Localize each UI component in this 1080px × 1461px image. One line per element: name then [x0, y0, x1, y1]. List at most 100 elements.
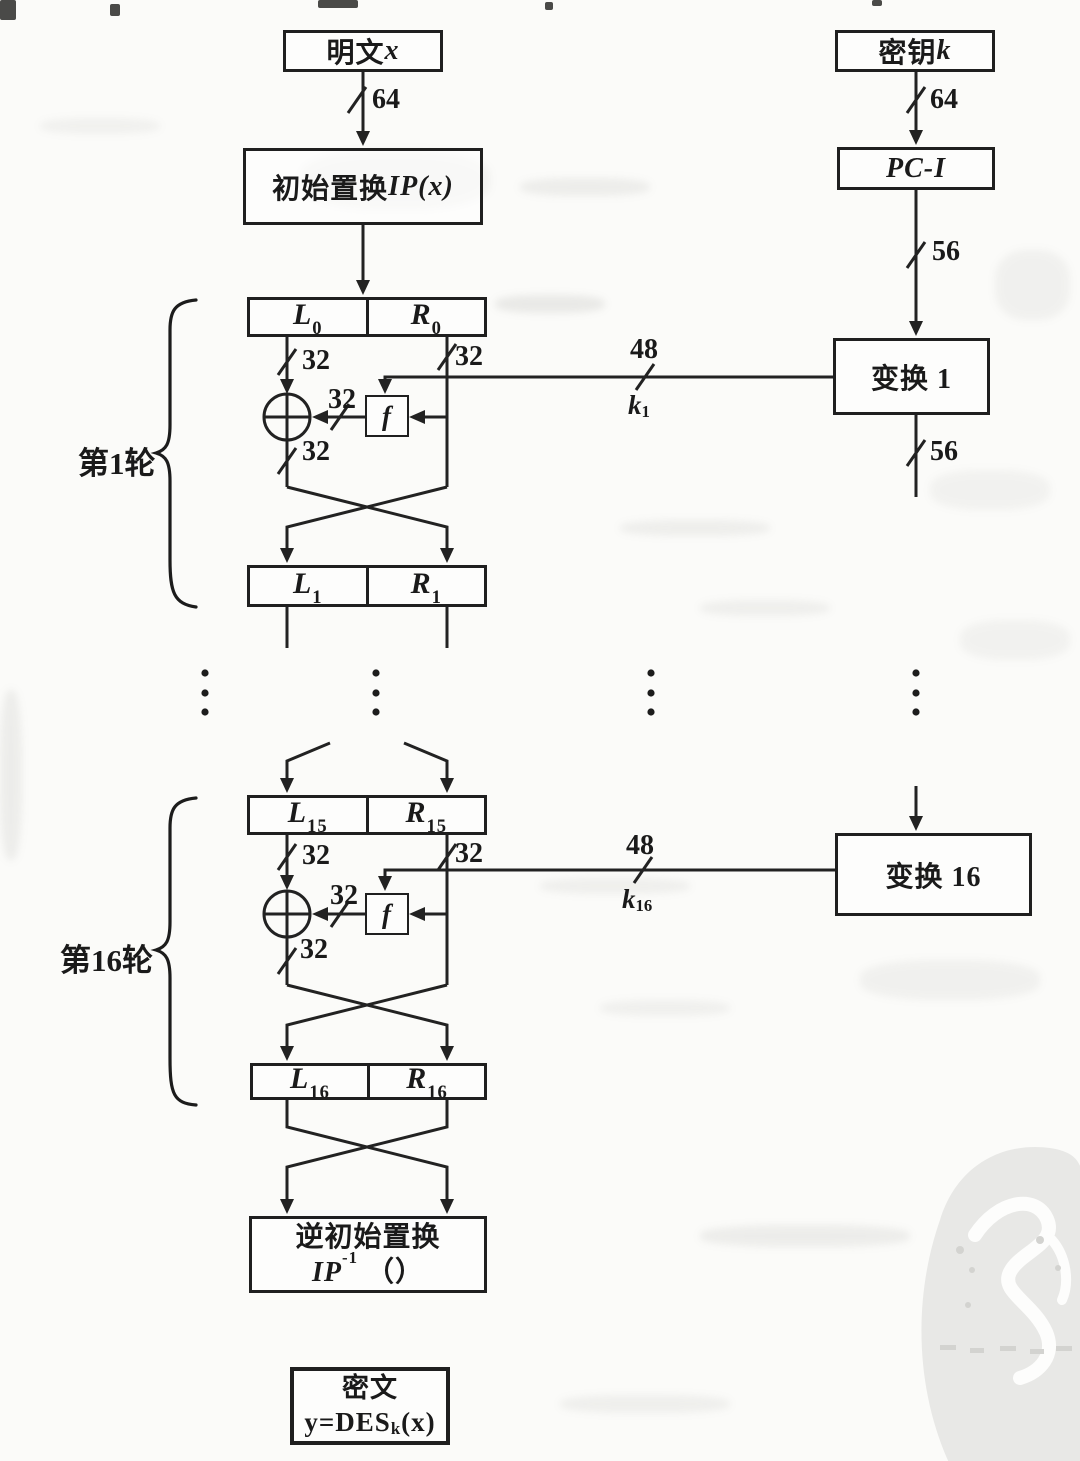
scan-artifact: [520, 178, 650, 196]
subkey-k16-base: k: [622, 884, 636, 914]
transform-1-label: 变换 1: [870, 363, 952, 395]
register-l1-label: L: [292, 566, 313, 600]
ciphertext-box: 密文 y=DESk(x): [290, 1367, 450, 1445]
register-box-l15-r15: L15 R15: [247, 795, 487, 837]
inverse-permutation-paren: （）: [365, 1256, 424, 1288]
publisher-watermark: [921, 1147, 1080, 1461]
bus-width-32: 32: [455, 341, 483, 372]
plaintext-label: 明文: [326, 38, 385, 69]
bus-width-32: 32: [300, 934, 328, 965]
scan-artifact: [495, 295, 605, 313]
scan-artifact: [995, 250, 1070, 320]
register-r15-label: R: [405, 795, 427, 829]
scan-artifact: [930, 470, 1050, 510]
register-box-l16-r16: L16 R16: [250, 1062, 487, 1103]
transform-1-box: 变换 1: [833, 338, 990, 415]
round-braces: [150, 298, 198, 1107]
key-box: 密钥 k: [835, 30, 995, 72]
scan-artifact: [620, 520, 770, 536]
bus-width-64: 64: [930, 84, 958, 115]
register-r0: R0: [369, 298, 485, 339]
scan-artifact: [700, 1225, 910, 1247]
ellipsis-vertical-icon: [201, 669, 920, 716]
inverse-permutation-box: 逆初始置换 IP-1 （）: [249, 1216, 487, 1293]
bus-width-56: 56: [932, 236, 960, 267]
register-l15-sub: 15: [307, 815, 328, 837]
scan-artifact: [0, 690, 22, 860]
scan-artifact: [600, 1000, 730, 1016]
f-function-box-round1: f: [365, 395, 409, 437]
bus-width-32: 32: [302, 345, 330, 376]
subkey-k1-base: k: [628, 390, 642, 420]
subkey-k1-sub: 1: [641, 402, 650, 421]
plaintext-box: 明文 x: [283, 30, 443, 72]
arrowheads: [280, 130, 923, 1214]
transform-16-label: 变换 16: [885, 861, 982, 893]
initial-permutation-formula: IP(x): [388, 170, 454, 202]
register-l16-label: L: [290, 1062, 310, 1095]
register-l15-label: L: [287, 795, 308, 829]
register-r1-sub: 1: [431, 586, 442, 608]
scan-artifact: [860, 960, 1040, 1000]
inverse-permutation-label: 逆初始置换: [295, 1221, 441, 1253]
scan-artifact: [40, 118, 160, 134]
register-l16-sub: 16: [309, 1082, 330, 1104]
register-l1-sub: 1: [312, 586, 323, 608]
initial-permutation-label: 初始置换: [272, 173, 389, 205]
pc1-label: PC-I: [886, 152, 946, 184]
bus-width-32: 32: [302, 840, 330, 871]
scan-artifact: [960, 620, 1070, 660]
bus-width-32: 32: [328, 384, 356, 415]
bus-width-32: 32: [302, 436, 330, 467]
subkey-k16-sub: 16: [635, 896, 653, 915]
register-r1-label: R: [410, 566, 432, 600]
f-function-label: f: [382, 898, 392, 929]
register-r0-sub: 0: [431, 317, 442, 339]
register-r1: R1: [369, 566, 485, 608]
register-r16: R16: [370, 1062, 484, 1103]
bus-width-32: 32: [330, 880, 358, 911]
register-r15: R15: [369, 795, 485, 837]
inverse-permutation-exponent: -1: [342, 1247, 358, 1267]
ciphertext-formula-post: (x): [401, 1407, 436, 1437]
scan-artifact: [318, 0, 358, 8]
bus-width-64: 64: [372, 84, 400, 115]
scan-artifact: [545, 2, 553, 10]
scan-artifact: [560, 1395, 730, 1413]
scan-artifact: [0, 0, 16, 20]
register-box-l0-r0: L0 R0: [247, 297, 487, 339]
key-variable: k: [936, 35, 952, 66]
f-function-label: f: [382, 400, 392, 431]
register-l15: L15: [250, 795, 369, 837]
scan-artifact: [110, 4, 120, 16]
register-l16: L16: [253, 1062, 370, 1103]
key-label: 密钥: [878, 38, 937, 69]
ciphertext-formula-sub: k: [390, 1419, 402, 1438]
scan-artifact: [700, 600, 830, 616]
register-box-l1-r1: L1 R1: [247, 565, 487, 608]
register-l0-label: L: [292, 297, 313, 331]
register-r16-sub: 16: [427, 1082, 448, 1104]
plaintext-variable: x: [384, 35, 400, 66]
pc1-box: PC-I: [837, 147, 995, 190]
register-l0: L0: [250, 297, 369, 339]
bus-width-48: 48: [626, 830, 654, 861]
round-1-brace-label: 第1轮: [78, 446, 156, 481]
ciphertext-label: 密文: [342, 1373, 398, 1404]
inverse-permutation-formula-base: IP: [312, 1256, 342, 1288]
register-l0-sub: 0: [312, 317, 323, 339]
bus-width-32: 32: [455, 838, 483, 869]
transform-16-box: 变换 16: [835, 833, 1032, 916]
scan-artifact: [540, 878, 690, 894]
subkey-k1-label: k1: [628, 390, 650, 421]
bus-width-56: 56: [930, 436, 958, 467]
register-r15-sub: 15: [426, 815, 448, 837]
scan-artifact: [872, 0, 882, 6]
subkey-k16-label: k16: [622, 884, 652, 915]
round-16-brace-label: 第16轮: [60, 943, 153, 978]
ciphertext-formula-pre: y=DES: [304, 1407, 391, 1437]
bus-width-48: 48: [630, 334, 658, 365]
